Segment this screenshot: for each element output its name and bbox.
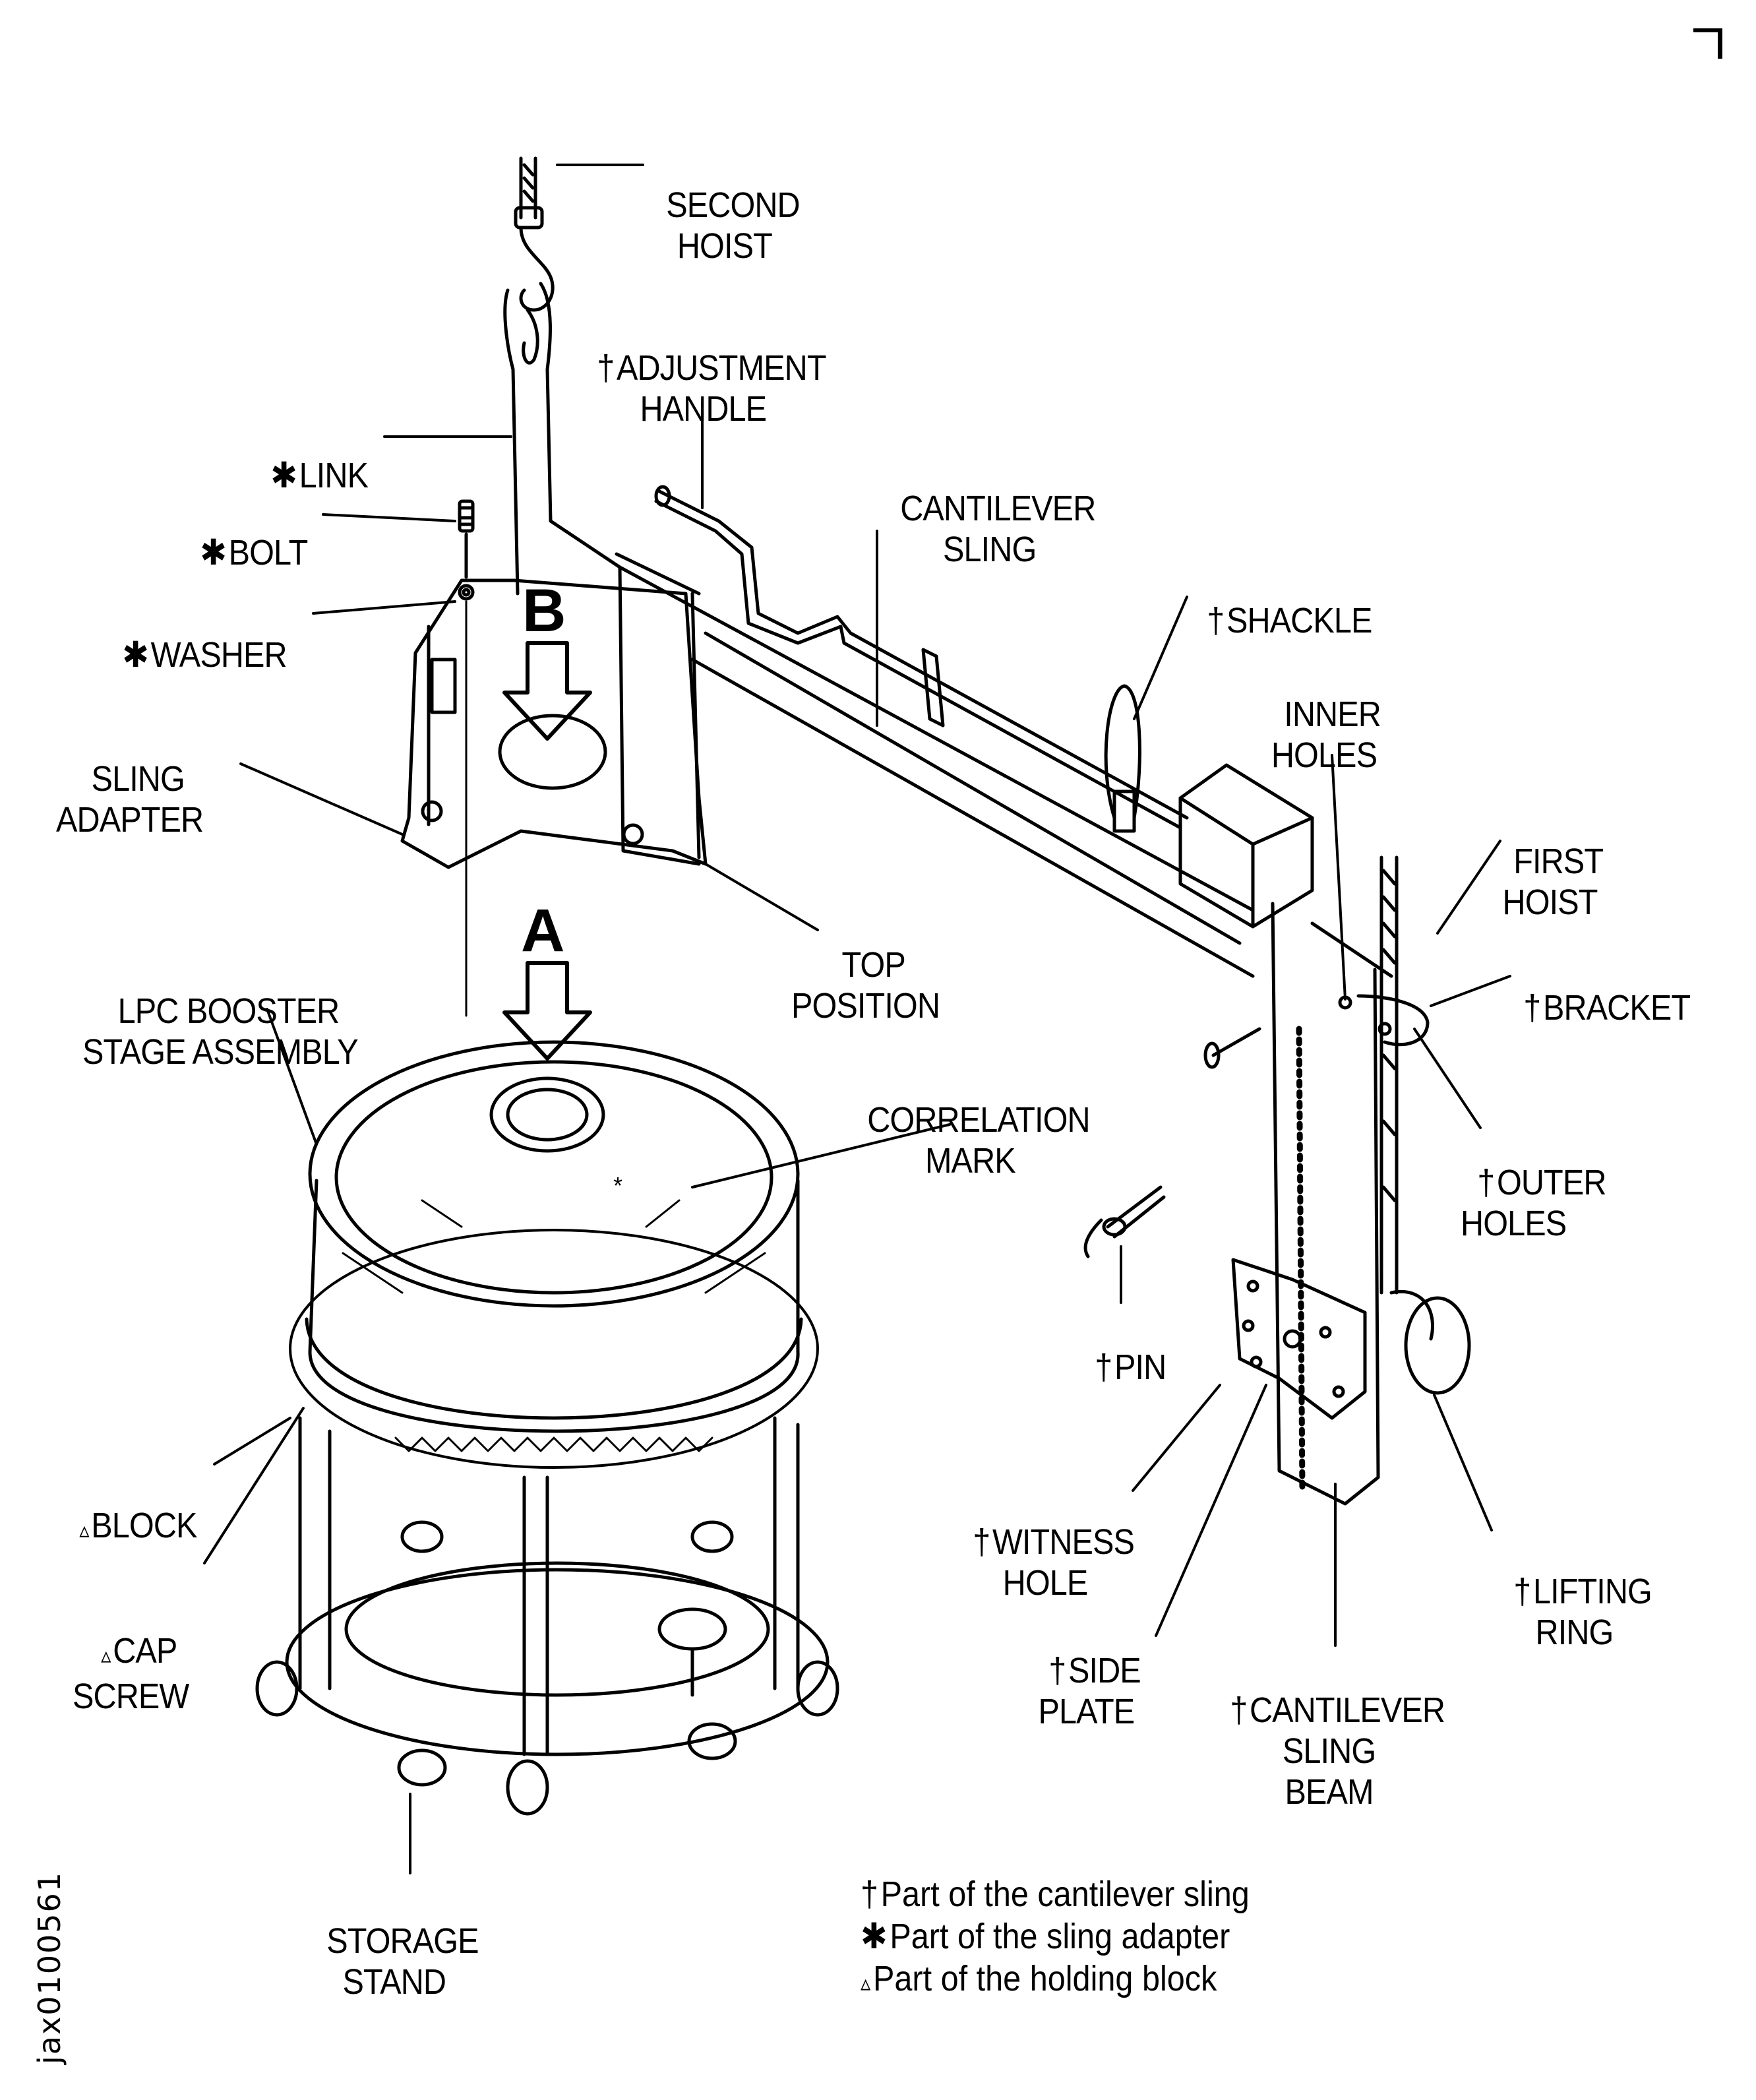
dagger-icon: † <box>1230 1690 1248 1730</box>
callout-pin: †PIN <box>1078 1306 1166 1388</box>
triangle-icon: ▵ <box>101 1643 111 1668</box>
asterisk-icon: ✱ <box>200 533 227 572</box>
callout-text: FIRST HOIST <box>1502 842 1604 922</box>
view-arrows <box>502 641 592 1061</box>
callout-text: BOLT <box>228 533 309 572</box>
legend-item: †Part of the cantilever sling <box>861 1873 1250 1915</box>
lpc-booster-stage-assembly: * <box>289 1040 819 1469</box>
leader-lines <box>203 164 1511 1874</box>
callout-top-position: TOP POSITION <box>791 904 940 1026</box>
callout-cap-screw: ▵CAP SCREW <box>73 1590 189 1717</box>
callout-text: PIN <box>1114 1347 1166 1387</box>
callout-text: SHACKLE <box>1226 601 1372 640</box>
callout-text: INNER HOLES <box>1271 695 1381 775</box>
callout-text: LPC BOOSTER STAGE ASSEMBLY <box>82 991 359 1072</box>
callout-text: TOP POSITION <box>791 945 940 1026</box>
callout-text: SIDE PLATE <box>1038 1651 1141 1731</box>
figure-id: jax0100561 <box>32 1870 67 2064</box>
asterisk-icon: ✱ <box>861 1917 888 1956</box>
callout-correlation-mark: CORRELATION MARK <box>851 1059 1090 1181</box>
callout-text: WASHER <box>150 635 288 675</box>
callout-sling-adapter: SLING ADAPTER <box>56 718 204 840</box>
dagger-icon: † <box>597 348 615 388</box>
dagger-icon: † <box>1095 1347 1112 1387</box>
callout-second-hoist: SECOND HOIST <box>650 144 800 266</box>
callout-bolt: ✱BOLT <box>183 491 309 573</box>
callout-text: LIFTING RING <box>1532 1572 1652 1652</box>
link-part <box>503 282 622 596</box>
callout-text: CANTILEVER SLING BEAM <box>1249 1690 1445 1812</box>
view-label-b: B <box>522 577 566 644</box>
callout-text: ADJUSTMENT HANDLE <box>616 348 827 429</box>
callout-text: CANTILEVER SLING <box>900 489 1096 569</box>
symbol-legend: †Part of the cantilever sling ✱Part of t… <box>861 1873 1292 2004</box>
callout-text: SECOND HOIST <box>666 185 800 266</box>
callout-block: ▵BLOCK <box>63 1464 197 1551</box>
sling-adapter-part <box>400 552 708 869</box>
asterisk-icon: ✱ <box>122 635 149 675</box>
dagger-icon: † <box>1048 1651 1066 1690</box>
callout-cantilever-sling-beam: †CANTILEVER SLING BEAM <box>1213 1649 1445 1812</box>
callout-adjustment-handle: †ADJUSTMENT HANDLE <box>580 307 826 429</box>
callout-storage-stand: STORAGE STAND <box>310 1880 479 2002</box>
callout-outer-holes: †OUTER HOLES <box>1461 1121 1606 1244</box>
callout-text: CAP SCREW <box>73 1631 189 1716</box>
second-hoist-hook <box>514 156 555 312</box>
legend-text: Part of the cantilever sling <box>880 1874 1250 1914</box>
callout-lpc-booster-stage-assembly: LPC BOOSTER STAGE ASSEMBLY <box>82 950 359 1072</box>
triangle-icon: ▵ <box>79 1518 89 1543</box>
callout-first-hoist: FIRST HOIST <box>1497 800 1604 923</box>
callout-text: BRACKET <box>1542 988 1691 1028</box>
legend-text: Part of the sling adapter <box>890 1917 1230 1956</box>
dagger-icon: † <box>861 1874 879 1914</box>
callout-text: LINK <box>299 456 369 495</box>
callout-text: OUTER HOLES <box>1461 1163 1606 1243</box>
dagger-icon: † <box>1523 988 1541 1028</box>
legend-item: ▵Part of the holding block <box>861 1958 1250 2004</box>
corner-crop-mark <box>1693 28 1722 59</box>
callout-text: STORAGE STAND <box>326 1921 479 2002</box>
dagger-icon: † <box>1207 601 1225 640</box>
cantilever-sling-part <box>618 485 1314 978</box>
callout-lifting-ring: †LIFTING RING <box>1497 1530 1652 1653</box>
callout-bracket: †BRACKET <box>1507 946 1691 1028</box>
dagger-icon: † <box>973 1522 990 1562</box>
callout-inner-holes: INNER HOLES <box>1267 653 1381 776</box>
view-label-a: A <box>521 897 565 964</box>
callout-text: BLOCK <box>91 1506 197 1545</box>
legend-item: ✱Part of the sling adapter <box>861 1915 1250 1958</box>
callout-text: SLING ADAPTER <box>56 759 204 840</box>
callout-text: WITNESS HOLE <box>992 1522 1135 1603</box>
callout-text: CORRELATION MARK <box>867 1100 1090 1181</box>
cantilever-sling-beam-part <box>1083 855 1471 1506</box>
callout-washer: ✱WASHER <box>106 594 287 675</box>
storage-stand <box>255 1416 839 1816</box>
dagger-icon: † <box>1513 1572 1531 1611</box>
callout-witness-hole: †WITNESS HOLE <box>956 1481 1135 1603</box>
callout-shackle: †SHACKLE <box>1190 559 1372 641</box>
dagger-icon: † <box>1477 1163 1495 1202</box>
callout-cantilever-sling: CANTILEVER SLING <box>884 447 1096 570</box>
legend-text: Part of the holding block <box>872 1959 1217 1998</box>
bolt-part <box>458 499 475 1017</box>
triangle-icon: ▵ <box>861 1971 871 1996</box>
asterisk-icon: ✱ <box>270 456 297 495</box>
callout-side-plate: †SIDE PLATE <box>1032 1609 1141 1732</box>
callout-link: ✱LINK <box>254 414 369 496</box>
svg-text:*: * <box>613 1172 622 1199</box>
